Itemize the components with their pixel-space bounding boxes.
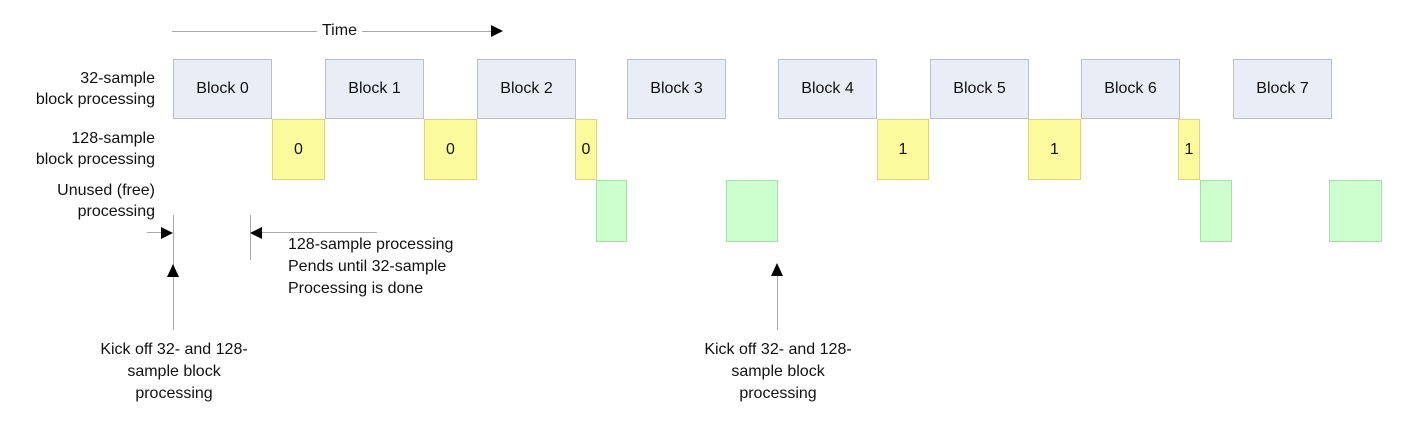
yellow-box-0a: 0 bbox=[272, 119, 325, 180]
block-1: Block 1 bbox=[325, 59, 424, 119]
kickoff-left-line3: processing bbox=[135, 385, 213, 402]
pend-arrow-right-line bbox=[147, 232, 162, 233]
yellow-box-0c: 0 bbox=[575, 119, 597, 180]
block-4: Block 4 bbox=[778, 59, 877, 119]
kickoff-mid-line2: sample block bbox=[731, 363, 825, 380]
row-label-128-sample-line1: 128-sample bbox=[71, 130, 155, 147]
block-6: Block 6 bbox=[1081, 59, 1180, 119]
block-5: Block 5 bbox=[930, 59, 1029, 119]
yellow-box-1c: 1 bbox=[1178, 119, 1200, 180]
kickoff-mid-line3: processing bbox=[739, 385, 817, 402]
kickoff-left-note: Kick off 32- and 128- sample block proce… bbox=[74, 339, 274, 405]
yellow-box-1a-label: 1 bbox=[898, 140, 908, 158]
block-7: Block 7 bbox=[1233, 59, 1332, 119]
unused-slot-1 bbox=[596, 180, 627, 242]
block-2-label: Block 2 bbox=[500, 80, 553, 97]
block-6-label: Block 6 bbox=[1104, 80, 1157, 97]
row-label-unused: Unused (free) processing bbox=[0, 180, 155, 222]
kickoff-left-line1: Kick off 32- and 128- bbox=[100, 341, 248, 358]
yellow-box-0a-label: 0 bbox=[294, 140, 303, 158]
row-label-128-sample: 128-sample block processing bbox=[0, 128, 155, 170]
pend-arrow-right-icon bbox=[161, 227, 173, 239]
yellow-box-0c-label: 0 bbox=[581, 140, 591, 158]
pend-note: 128-sample processing Pends until 32-sam… bbox=[288, 234, 453, 300]
block-0: Block 0 bbox=[173, 59, 272, 119]
block-5-label: Block 5 bbox=[953, 80, 1006, 97]
row-label-32-sample-line1: 32-sample bbox=[80, 70, 155, 87]
kickoff-mid-arrowhead-icon bbox=[771, 263, 783, 276]
yellow-box-1a: 1 bbox=[877, 119, 929, 180]
pend-note-line2: Pends until 32-sample bbox=[288, 258, 447, 275]
row-label-unused-line1: Unused (free) bbox=[57, 182, 155, 199]
unused-slot-2 bbox=[726, 180, 778, 242]
kickoff-mid-line1: Kick off 32- and 128- bbox=[704, 341, 852, 358]
unused-slot-3 bbox=[1200, 180, 1232, 242]
yellow-box-1c-label: 1 bbox=[1184, 140, 1194, 158]
pend-note-line1: 128-sample processing bbox=[288, 236, 454, 253]
block-1-label: Block 1 bbox=[348, 80, 401, 97]
time-axis-label: Time bbox=[317, 21, 362, 41]
yellow-box-1b: 1 bbox=[1028, 119, 1081, 180]
yellow-box-1b-label: 1 bbox=[1050, 140, 1059, 158]
time-axis-arrowhead-icon bbox=[491, 25, 503, 37]
pend-arrow-left-line bbox=[262, 232, 377, 233]
block-7-label: Block 7 bbox=[1256, 80, 1309, 97]
row-label-128-sample-line2: block processing bbox=[35, 151, 155, 168]
row-label-unused-line2: processing bbox=[77, 203, 155, 220]
kickoff-left-arrowhead-icon bbox=[167, 264, 179, 277]
block-3: Block 3 bbox=[627, 59, 726, 119]
kickoff-left-line2: sample block bbox=[127, 363, 221, 380]
yellow-box-0b-label: 0 bbox=[446, 140, 455, 158]
kickoff-mid-arrow-line bbox=[777, 276, 778, 330]
block-0-label: Block 0 bbox=[196, 80, 249, 97]
row-label-32-sample-line2: block processing bbox=[35, 91, 155, 108]
kickoff-mid-note: Kick off 32- and 128- sample block proce… bbox=[678, 339, 878, 405]
block-2: Block 2 bbox=[477, 59, 576, 119]
block-3-label: Block 3 bbox=[650, 80, 703, 97]
yellow-box-0b: 0 bbox=[424, 119, 477, 180]
unused-slot-4 bbox=[1329, 180, 1382, 242]
block-4-label: Block 4 bbox=[801, 80, 854, 97]
pend-note-line3: Processing is done bbox=[288, 280, 424, 297]
row-label-32-sample: 32-sample block processing bbox=[0, 68, 155, 110]
pend-arrow-left-icon bbox=[250, 227, 262, 239]
